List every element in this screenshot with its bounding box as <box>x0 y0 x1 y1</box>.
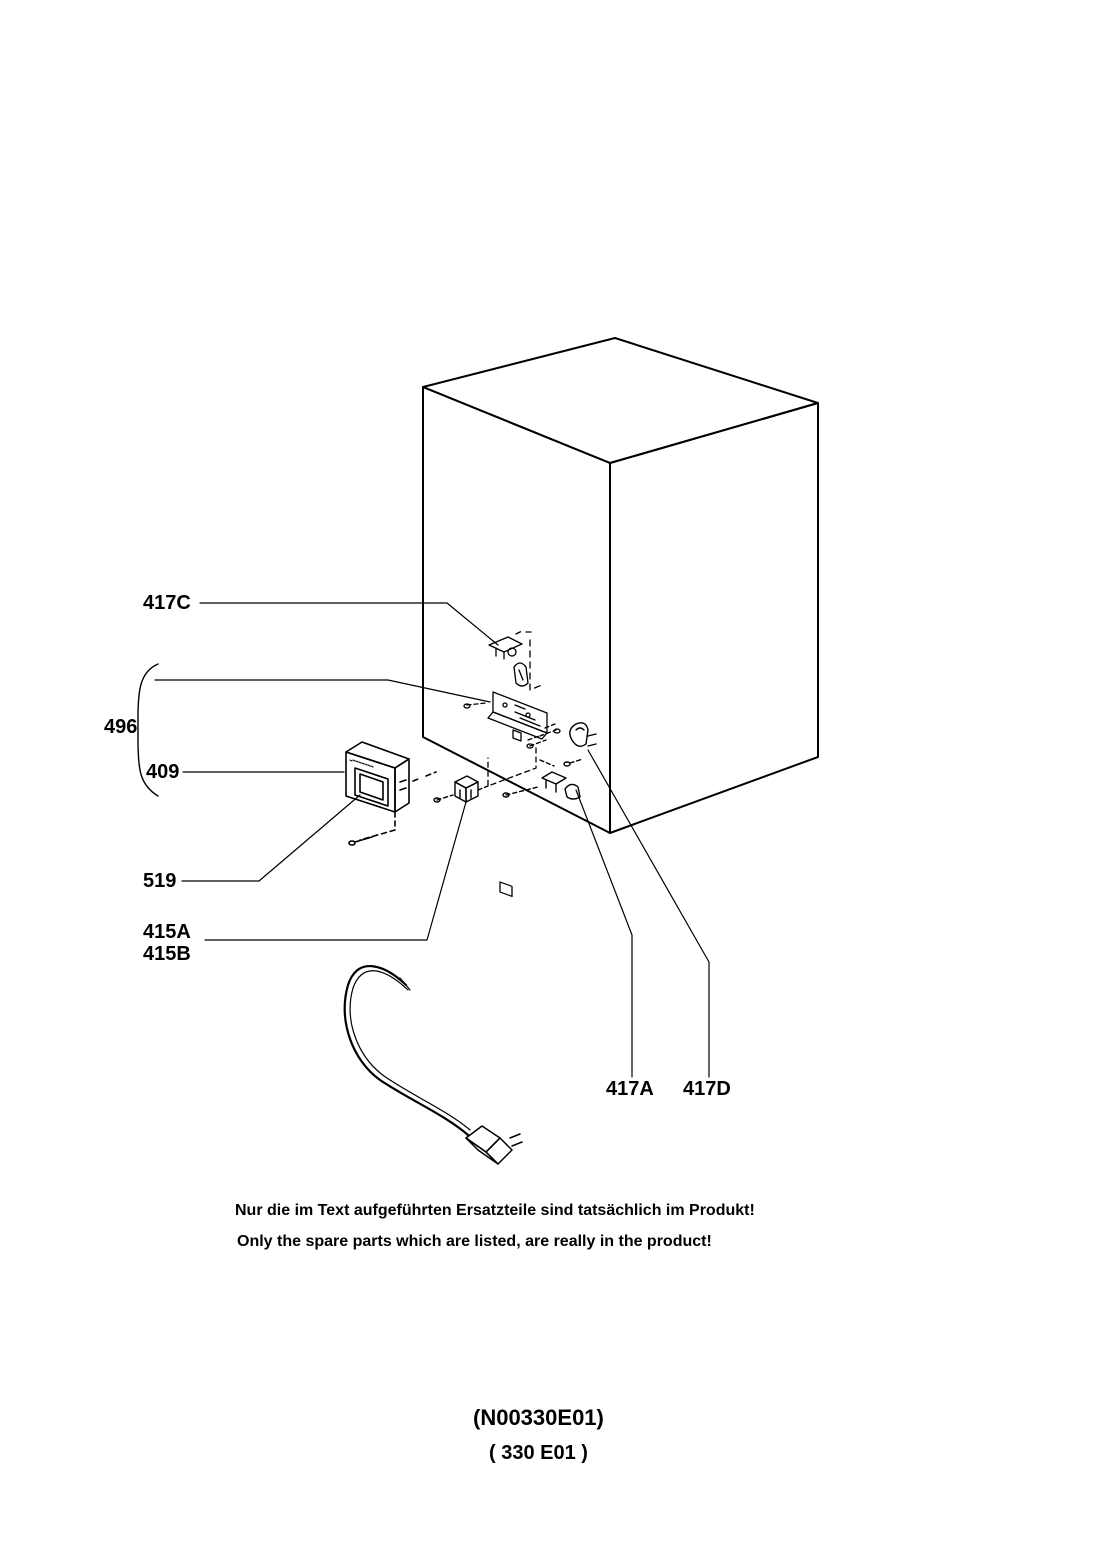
leader-417A <box>575 789 633 1078</box>
housing-409 <box>345 741 437 846</box>
leader-417C <box>199 602 499 646</box>
mains-cable <box>343 965 523 1165</box>
knob-417D <box>563 722 597 767</box>
leader-496 <box>154 679 491 703</box>
terminal-block-415 <box>433 775 489 803</box>
label-496: 496 <box>104 716 138 738</box>
diagram-subcode: ( 330 E01 ) <box>489 1442 588 1464</box>
bracket-496 <box>137 663 159 797</box>
label-417A: 417A <box>606 1078 654 1100</box>
leader-519 <box>181 794 361 882</box>
leader-lines <box>137 602 710 1078</box>
leader-417D <box>587 749 710 1078</box>
circuit-board-496 <box>463 691 561 898</box>
label-409: 409 <box>146 761 180 783</box>
switch-417A <box>502 759 581 800</box>
label-417D: 417D <box>683 1078 731 1100</box>
note-english: Only the spare parts which are listed, a… <box>237 1233 712 1250</box>
leader-415 <box>204 801 467 941</box>
switch-417C <box>488 630 545 691</box>
label-415B: 415B <box>143 943 191 965</box>
diagram-code: (N00330E01) <box>473 1405 604 1430</box>
cabinet-box <box>422 337 819 834</box>
label-415A: 415A <box>143 921 191 943</box>
label-519: 519 <box>143 870 177 892</box>
note-german: Nur die im Text aufgeführten Ersatzteile… <box>235 1202 755 1219</box>
label-417C: 417C <box>143 592 191 614</box>
plug <box>465 1125 523 1165</box>
